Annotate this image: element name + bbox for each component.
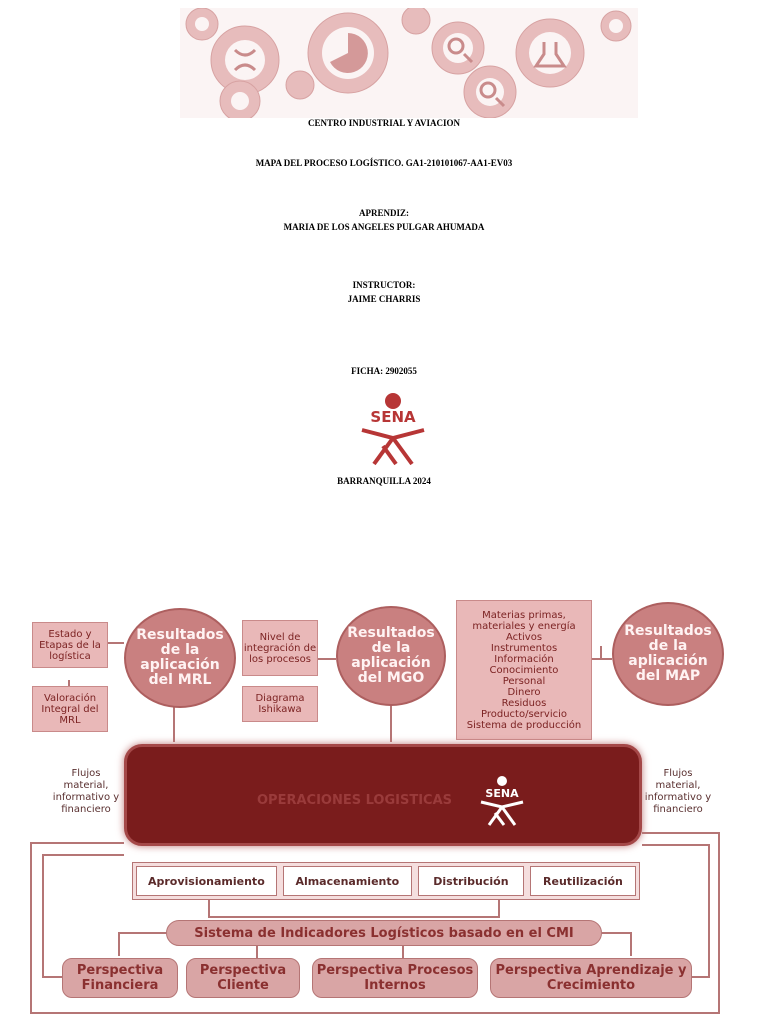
resource-item: Información [494, 653, 554, 665]
resource-item: Producto/servicio [480, 708, 568, 720]
resource-item: Personal [502, 675, 546, 687]
flows-right-label: Flujos material, informativo y financier… [644, 768, 712, 815]
ficha-number: FICHA: 2902055 [351, 366, 417, 376]
apprentice-name: MARIA DE LOS ANGELES PULGAR AHUMADA [283, 222, 485, 232]
resource-item: materiales y energía [472, 620, 576, 632]
sena-logo-text: SENA [370, 408, 416, 426]
resource-item: Activos [505, 631, 543, 643]
dna-icon [233, 48, 257, 72]
circle-mgo: Resultados de la aplicación del MGO [336, 606, 446, 706]
indicators-system: Sistema de Indicadores Logísticos basado… [166, 920, 602, 946]
gear-icon [285, 70, 315, 100]
box-valoracion-integral: Valoración Integral del MRL [32, 686, 108, 732]
box-diagrama-ishikawa: Diagrama Ishikawa [242, 686, 318, 722]
perspective-financiera: Perspectiva Financiera [62, 958, 178, 998]
resource-item: Sistema de producción [466, 719, 582, 731]
city-year: BARRANQUILLA 2024 [337, 476, 431, 486]
instructor-name: JAIME CHARRIS [347, 294, 421, 304]
perspective-procesos-internos: Perspectiva Procesos Internos [312, 958, 478, 998]
sena-logo: SENA [352, 392, 434, 466]
gear-icon [401, 8, 431, 35]
resource-item: Materias primas, [482, 609, 566, 621]
resource-item: Residuos [501, 697, 547, 709]
stage-almacenamiento: Almacenamiento [282, 866, 412, 896]
gear-banner-art [185, 8, 632, 118]
stages-row: Aprovisionamiento Almacenamiento Distrib… [132, 862, 640, 900]
header-banner [180, 8, 638, 118]
stage-aprovisionamiento: Aprovisionamiento [136, 866, 277, 896]
circle-mrl: Resultados de la aplicación del MRL [124, 608, 236, 708]
operations-label: OPERACIONES LOGISTICAS [257, 793, 453, 808]
apprentice-label: APRENDIZ: [358, 208, 409, 218]
sena-logo-small: SENA [480, 776, 524, 826]
operations-bar: OPERACIONES LOGISTICAS SENA [124, 744, 642, 846]
circle-map: Resultados de la aplicación del MAP [612, 602, 724, 706]
resource-item: Dinero [507, 686, 541, 698]
resource-item: Instrumentos [490, 642, 558, 654]
instructor-label: INSTRUCTOR: [352, 280, 416, 290]
box-estado-etapas: Estado y Etapas de la logística [32, 622, 108, 668]
flows-left-label: Flujos material, informativo y financier… [52, 768, 120, 815]
document-title: MAPA DEL PROCESO LOGÍSTICO. GA1-21010106… [255, 158, 513, 168]
magnifier-icon [462, 52, 474, 64]
perspective-cliente: Perspectiva Cliente [186, 958, 300, 998]
pie-chart-icon [330, 33, 368, 73]
stage-distribucion: Distribución [417, 866, 524, 896]
logistics-process-map: Estado y Etapas de la logística Valoraci… [28, 596, 740, 1016]
flask-icon [533, 42, 567, 68]
perspective-aprendizaje: Perspectiva Aprendizaje y Crecimiento [490, 958, 692, 998]
box-nivel-integracion: Nivel de integración de los procesos [242, 620, 318, 676]
stage-reutilizacion: Reutilización [529, 866, 636, 896]
resources-list: Materias primas, materiales y energía Ac… [456, 600, 592, 740]
center-name: CENTRO INDUSTRIAL Y AVIACION [308, 118, 460, 128]
resource-item: Conocimiento [489, 664, 559, 676]
svg-text:SENA: SENA [485, 787, 519, 800]
